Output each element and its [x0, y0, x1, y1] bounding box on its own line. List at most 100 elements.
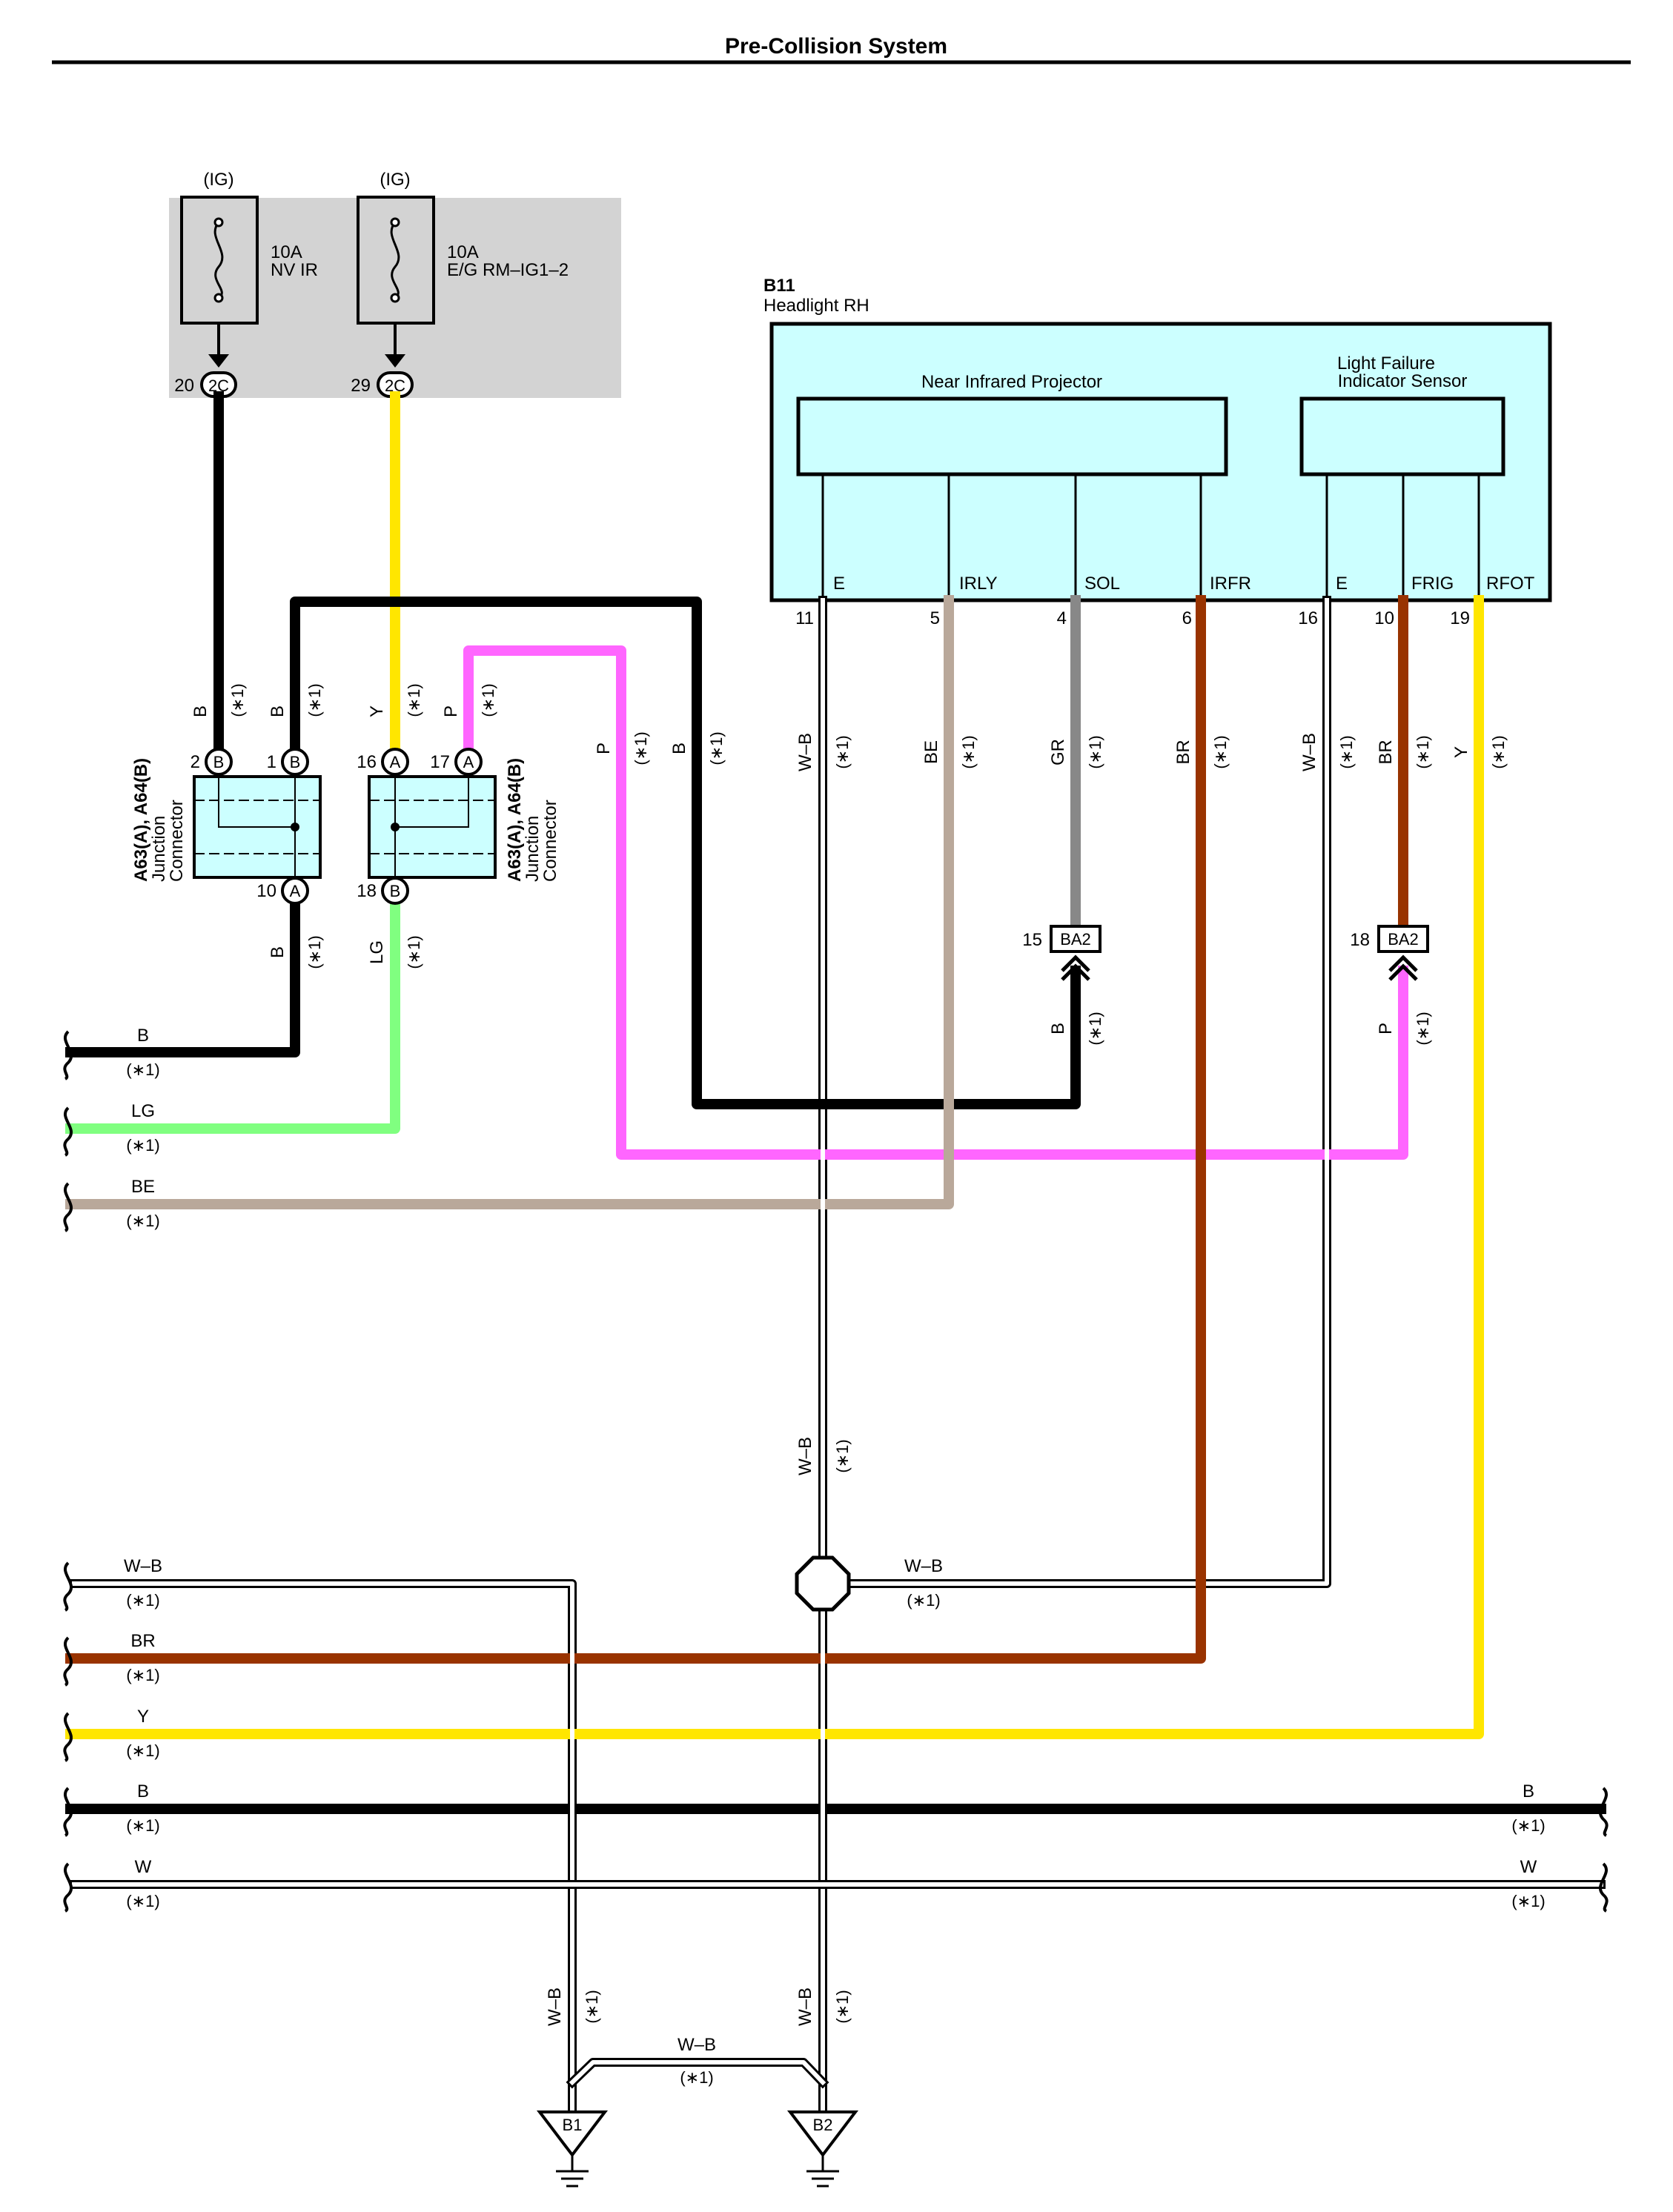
svg-text:(∗1): (∗1) — [405, 935, 423, 969]
svg-text:(∗1): (∗1) — [583, 1990, 601, 2023]
svg-text:Headlight RH: Headlight RH — [763, 296, 869, 316]
svg-text:IRFR: IRFR — [1210, 574, 1251, 594]
ground-b2: B2 — [786, 2110, 859, 2188]
svg-text:W–B: W–B — [124, 1556, 162, 1576]
wire-b-jc-out — [65, 886, 300, 1057]
svg-text:BA2: BA2 — [1060, 930, 1091, 949]
svg-text:(∗1): (∗1) — [305, 935, 324, 969]
wire-be-irly — [65, 595, 954, 1209]
svg-text:GR: GR — [1048, 739, 1068, 765]
svg-text:Junction: Junction — [149, 816, 169, 882]
svg-text:(∗1): (∗1) — [959, 735, 978, 768]
svg-text:(∗1): (∗1) — [126, 1212, 159, 1230]
svg-text:19: 19 — [1450, 608, 1470, 628]
connector-ba2-18: BA2 18 — [1350, 925, 1429, 981]
svg-text:(∗1): (∗1) — [1511, 1816, 1545, 1835]
wire-y-rfot — [65, 595, 1484, 1739]
svg-text:(∗1): (∗1) — [126, 1816, 159, 1835]
svg-text:LG: LG — [367, 940, 387, 964]
svg-text:P: P — [594, 743, 614, 754]
wire-p-jc-to-ba2 — [463, 645, 1408, 1160]
svg-text:Light Failure: Light Failure — [1337, 353, 1435, 373]
svg-text:(∗1): (∗1) — [680, 2068, 713, 2087]
splice-point — [795, 1555, 851, 1612]
svg-text:W–B: W–B — [795, 1437, 815, 1475]
svg-text:B: B — [669, 743, 689, 754]
svg-text:(∗1): (∗1) — [833, 1990, 852, 2023]
svg-text:B: B — [213, 753, 225, 771]
svg-text:BE: BE — [131, 1177, 155, 1197]
svg-text:(∗1): (∗1) — [1086, 735, 1104, 768]
svg-text:17: 17 — [430, 752, 450, 772]
wire-b-jc-to-ba2 — [290, 597, 1081, 1109]
svg-text:RFOT: RFOT — [1486, 574, 1535, 594]
svg-text:Y: Y — [137, 1707, 149, 1727]
svg-text:(∗1): (∗1) — [1489, 735, 1508, 768]
svg-text:(∗1): (∗1) — [405, 683, 423, 717]
svg-text:15: 15 — [1022, 930, 1042, 950]
svg-text:(∗1): (∗1) — [126, 1136, 159, 1155]
svg-text:(∗1): (∗1) — [1414, 1012, 1432, 1045]
svg-text:Y: Y — [367, 705, 387, 717]
svg-text:A: A — [390, 753, 401, 771]
svg-text:(∗1): (∗1) — [126, 1741, 159, 1760]
wire-lg-jc-out — [65, 886, 400, 1134]
svg-text:(∗1): (∗1) — [126, 1892, 159, 1910]
svg-text:Connector: Connector — [540, 800, 560, 882]
svg-text:(∗1): (∗1) — [126, 1666, 159, 1684]
svg-text:(∗1): (∗1) — [1511, 1892, 1545, 1910]
svg-text:(∗1): (∗1) — [126, 1060, 159, 1079]
svg-text:4: 4 — [1057, 608, 1067, 628]
svg-text:(∗1): (∗1) — [126, 1591, 159, 1610]
wire-br-irfr — [65, 595, 1206, 1664]
svg-text:(∗1): (∗1) — [1337, 735, 1356, 768]
svg-text:B: B — [290, 753, 301, 771]
svg-text:20: 20 — [174, 376, 194, 396]
svg-text:10: 10 — [256, 881, 276, 901]
svg-text:W–B: W–B — [795, 733, 815, 771]
svg-text:P: P — [1376, 1023, 1396, 1034]
svg-text:B: B — [1048, 1023, 1068, 1034]
svg-text:E: E — [1336, 574, 1348, 594]
svg-text:(∗1): (∗1) — [833, 1439, 852, 1472]
svg-text:W–B: W–B — [545, 1987, 565, 2026]
svg-text:LG: LG — [131, 1101, 155, 1121]
fuse-eg-rm-ig1-2: (IG) 10A E/G RM–IG1–2 2C 29 — [351, 170, 569, 398]
svg-text:(IG): (IG) — [203, 170, 233, 190]
svg-text:FRIG: FRIG — [1411, 574, 1454, 594]
svg-text:A: A — [290, 882, 301, 900]
svg-text:E/G RM–IG1–2: E/G RM–IG1–2 — [447, 260, 569, 280]
svg-text:B: B — [191, 705, 211, 717]
wire-wb-bridge — [566, 2058, 829, 2089]
svg-text:W–B: W–B — [795, 1987, 815, 2026]
svg-text:(∗1): (∗1) — [479, 683, 497, 717]
svg-text:BE: BE — [921, 740, 941, 764]
svg-text:(∗1): (∗1) — [1211, 735, 1230, 768]
svg-text:W: W — [1520, 1857, 1537, 1877]
svg-text:W–B: W–B — [678, 2035, 716, 2055]
svg-text:(∗1): (∗1) — [228, 683, 247, 717]
fuse-nv-ir: (IG) 10A NV IR 2C 20 — [174, 170, 318, 398]
svg-text:B1: B1 — [563, 2116, 583, 2134]
svg-text:11: 11 — [795, 608, 814, 628]
svg-text:Near Infrared Projector: Near Infrared Projector — [921, 372, 1102, 392]
horizontal-wire-labels: B (∗1) LG (∗1) BE (∗1) W–B (∗1) W–B (∗1)… — [124, 1026, 1546, 2087]
svg-text:10: 10 — [1374, 608, 1394, 628]
svg-text:(∗1): (∗1) — [305, 683, 324, 717]
page-title: Pre-Collision System — [725, 34, 947, 59]
headlight-rh: B11 Headlight RH Near Infrared Projector… — [763, 276, 1552, 628]
svg-text:(∗1): (∗1) — [1414, 735, 1432, 768]
svg-text:B: B — [268, 705, 288, 717]
svg-text:(IG): (IG) — [380, 170, 410, 190]
svg-text:(∗1): (∗1) — [1086, 1012, 1104, 1045]
svg-text:6: 6 — [1182, 608, 1192, 628]
svg-text:16: 16 — [357, 752, 377, 772]
svg-text:B: B — [268, 946, 288, 958]
svg-text:(∗1): (∗1) — [907, 1591, 940, 1610]
fuse-block: (IG) 10A NV IR 2C 20 (IG) 10A E/G RM–IG1… — [169, 170, 621, 398]
junction-connector-left: B B A 2 1 10 A63(A), A64(B) Junction Con… — [131, 748, 322, 905]
svg-text:(∗1): (∗1) — [632, 731, 650, 765]
vertical-wire-labels: B (∗1) B (∗1) Y (∗1) P (∗1) P (∗1) B (∗1… — [191, 683, 1508, 2026]
svg-text:BA2: BA2 — [1388, 930, 1419, 949]
